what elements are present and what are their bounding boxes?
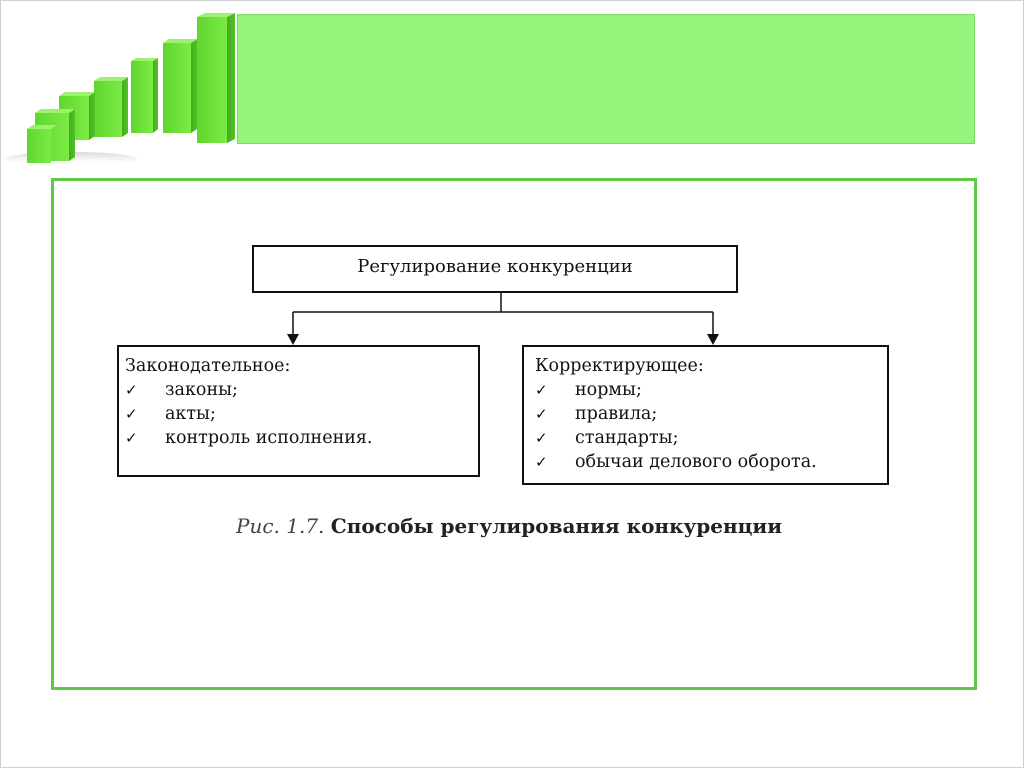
corrective-node: Корректирующее: ✓ нормы; ✓ правила; ✓ ст… (522, 345, 889, 485)
checkmark-icon: ✓ (125, 429, 138, 447)
checkmark-icon: ✓ (535, 381, 548, 399)
figure-title: Способы регулирования конкуренции (330, 514, 783, 538)
bar-chart-3d-icon (5, 13, 235, 166)
list-item-label: нормы; (575, 380, 642, 400)
root-node: Регулирование конкуренции (252, 245, 738, 293)
list-item-label: акты; (165, 404, 216, 424)
list-item: ✓ законы; (125, 378, 478, 402)
checkmark-icon: ✓ (535, 453, 548, 471)
list-item-label: обычаи делового оборота. (575, 452, 817, 472)
corrective-heading: Корректирующее: (535, 356, 704, 376)
list-item: ✓ нормы; (535, 378, 887, 402)
list-item: ✓ акты; (125, 402, 478, 426)
figure-caption: Рис. 1.7. Способы регулирования конкурен… (236, 514, 782, 538)
list-item-label: стандарты; (575, 428, 679, 448)
figure-label: Рис. 1.7. (236, 514, 325, 538)
checkmark-icon: ✓ (125, 405, 138, 423)
list-item-label: правила; (575, 404, 658, 424)
list-item: ✓ стандарты; (535, 426, 887, 450)
legislative-node: Законодательное: ✓ законы; ✓ акты; ✓ кон… (117, 345, 480, 477)
checkmark-icon: ✓ (125, 381, 138, 399)
list-item: ✓ обычаи делового оборота. (535, 450, 887, 474)
list-item-label: контроль исполнения. (165, 428, 373, 448)
list-item: ✓ контроль исполнения. (125, 426, 478, 450)
list-item-label: законы; (165, 380, 238, 400)
checkmark-icon: ✓ (535, 429, 548, 447)
list-item: ✓ правила; (535, 402, 887, 426)
root-node-label: Регулирование конкуренции (357, 256, 633, 277)
checkmark-icon: ✓ (535, 405, 548, 423)
title-band (237, 14, 975, 144)
legislative-heading: Законодательное: (125, 356, 291, 376)
